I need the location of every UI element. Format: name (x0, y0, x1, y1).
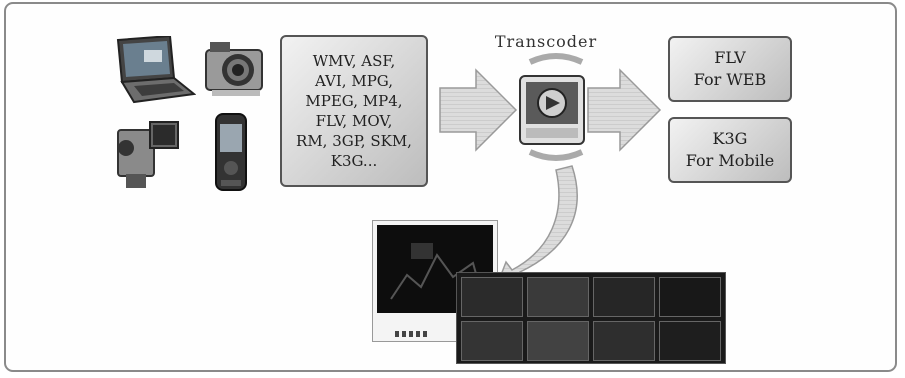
thumbnail (461, 321, 523, 361)
output-format: K3G (712, 129, 748, 148)
format-line: RM, 3GP, SKM, (296, 132, 412, 150)
thumbnail (527, 277, 589, 317)
thumbnail (659, 321, 721, 361)
arrow-to-outputs (587, 68, 662, 152)
thumbnail-grid (456, 272, 726, 364)
format-line: FLV, MOV, (315, 112, 393, 130)
thumbnail (461, 277, 523, 317)
camcorder-icon (117, 121, 179, 188)
mobile-phone-icon (215, 113, 247, 191)
input-formats-box: WMV, ASF, AVI, MPG, MPEG, MP4, FLV, MOV,… (280, 35, 428, 187)
player-controls (395, 331, 427, 337)
output-format: FLV (714, 48, 746, 67)
format-line: WMV, ASF, (312, 52, 396, 70)
laptop-icon (116, 36, 196, 104)
format-line: MPEG, MP4, (305, 92, 403, 110)
output-target: For Mobile (685, 151, 775, 170)
arrow-to-thumbnails (494, 165, 578, 290)
output-target: For WEB (693, 70, 767, 89)
thumbnail (659, 277, 721, 317)
flv-output-box: FLV For WEB (668, 36, 792, 102)
format-line: AVI, MPG, (314, 72, 394, 90)
transcoder-icon (519, 53, 585, 161)
format-line: K3G... (330, 152, 378, 170)
arrow-to-transcoder (439, 68, 518, 152)
k3g-output-box: K3G For Mobile (668, 117, 792, 183)
camera-icon (205, 42, 263, 96)
thumbnail (593, 277, 655, 317)
thumbnail (527, 321, 589, 361)
thumbnail (593, 321, 655, 361)
transcoder-label: Transcoder (494, 32, 598, 51)
